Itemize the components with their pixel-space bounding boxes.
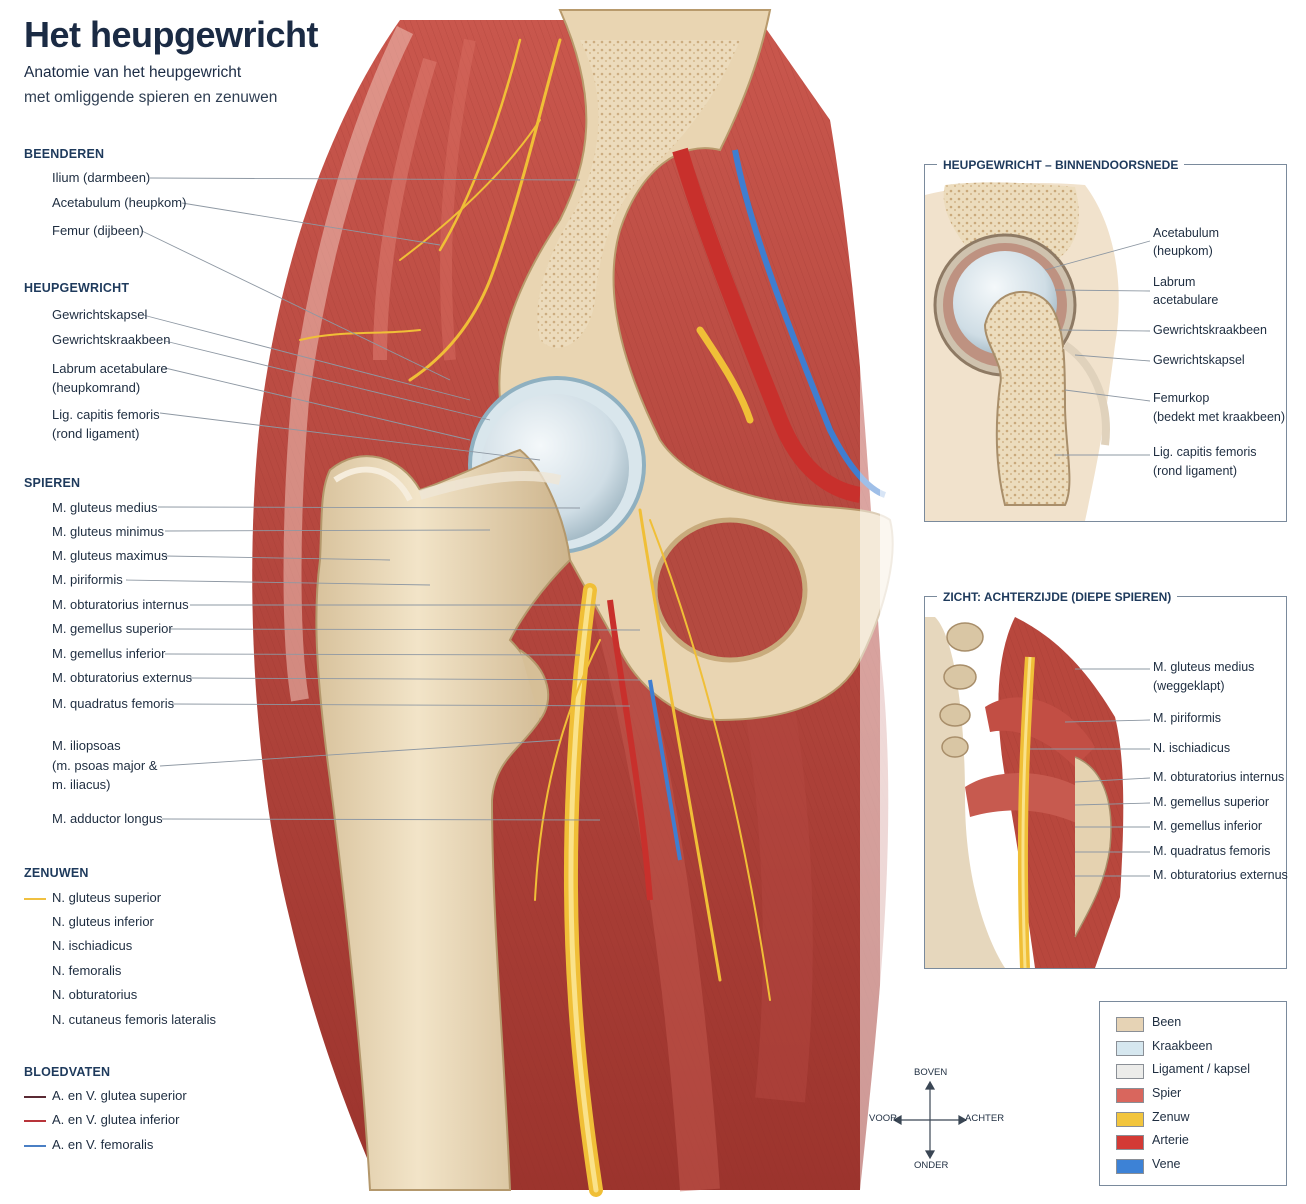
- label-adductor-longus: M. adductor longus: [52, 811, 163, 826]
- label-n-femoralis: N. femoralis: [52, 963, 122, 978]
- inset-1-label-femurkop-sub: (bedekt met kraakbeen): [1153, 410, 1286, 424]
- section-heading-zenuwen: ZENUWEN: [24, 866, 89, 880]
- section-heading-beenderen: BEENDEREN: [24, 147, 105, 161]
- label-lig-capitis: Lig. capitis femoris: [52, 407, 160, 422]
- legend-swatch-ligament: [1116, 1064, 1144, 1079]
- label-gemellus-inferior: M. gemellus inferior: [52, 646, 166, 661]
- inset-cross-section: [924, 164, 1287, 522]
- nerve-line-swatch: [24, 898, 46, 900]
- legend-swatch-spier: [1116, 1088, 1144, 1103]
- page-subtitle-2: met omliggende spieren en zenuwen: [24, 89, 278, 106]
- label-vessel-superior: A. en V. glutea superior: [52, 1088, 187, 1103]
- inset-1-label-femurkop: Femurkop: [1153, 391, 1210, 405]
- label-vessel-femoralis: A. en V. femoralis: [52, 1137, 154, 1152]
- vessel-superior-swatch: [24, 1096, 46, 1098]
- inset-2-label-gluteus-medius: M. gluteus medius: [1153, 660, 1255, 674]
- legend-swatch-arterie: [1116, 1135, 1144, 1150]
- label-ilium: Ilium (darmbeen): [52, 170, 151, 185]
- label-iliopsoas-sub1: (m. psoas major &: [52, 758, 158, 773]
- inset-2-label-obt-externus: M. obturatorius externus: [1153, 868, 1288, 882]
- compass-left-label: VOOR: [869, 1113, 897, 1124]
- vessel-inferior-swatch: [24, 1120, 46, 1122]
- legend-label-ligament: Ligament / kapsel: [1152, 1062, 1250, 1076]
- inset-1-label-kapsel: Gewrichtskapsel: [1153, 353, 1245, 367]
- section-heading-heupgewricht: HEUPGEWRICHT: [24, 281, 130, 295]
- label-acetabulum: Acetabulum (heupkom): [52, 195, 187, 210]
- compass-up-label: BOVEN: [914, 1067, 948, 1078]
- inset-1-label-acetabulum-sub: (heupkom): [1153, 244, 1213, 258]
- inset-1-label-lig-sub: (rond ligament): [1153, 464, 1238, 478]
- inset-2-label-quadratus: M. quadratus femoris: [1153, 844, 1271, 858]
- section-heading-bloedvaten: BLOEDVATEN: [24, 1065, 111, 1079]
- inset-2-label-ischiadicus: N. ischiadicus: [1153, 741, 1231, 755]
- label-iliopsoas-sub2: m. iliacus): [52, 777, 111, 792]
- section-heading-spieren: SPIEREN: [24, 476, 81, 490]
- orientation-compass-icon: [892, 1080, 968, 1160]
- vessel-femoralis-swatch: [24, 1145, 46, 1147]
- cross-section-illustration: [925, 182, 1151, 521]
- legend-swatch-been: [1116, 1017, 1144, 1032]
- inset-1-label-labrum-sub: acetabulare: [1153, 293, 1219, 307]
- inset-2-label-gemellus-superior: M. gemellus superior: [1153, 795, 1270, 809]
- label-quadratus-femoris: M. quadratus femoris: [52, 696, 175, 711]
- legend-label-been: Been: [1152, 1015, 1182, 1029]
- label-iliopsoas: M. iliopsoas: [52, 738, 121, 753]
- label-n-gluteus-superior: N. gluteus superior: [52, 890, 162, 905]
- legend-label-vene: Vene: [1152, 1157, 1181, 1171]
- inset-1-label-kraakbeen: Gewrichtskraakbeen: [1153, 323, 1267, 337]
- legend-swatch-zenuw: [1116, 1112, 1144, 1127]
- label-femur: Femur (dijbeen): [52, 223, 144, 238]
- label-gluteus-maximus: M. gluteus maximus: [52, 548, 168, 563]
- label-obturatorius-internus: M. obturatorius internus: [52, 597, 189, 612]
- posterior-view-illustration: [925, 617, 1151, 969]
- legend-label-zenuw: Zenuw: [1152, 1110, 1190, 1124]
- inset-1-title: HEUPGEWRICHT – BINNENDOORSNEDE: [937, 158, 1185, 172]
- inset-2-label-piriformis: M. piriformis: [1153, 711, 1222, 725]
- label-n-gluteus-inferior: N. gluteus inferior: [52, 914, 154, 929]
- inset-1-label-acetabulum: Acetabulum: [1153, 226, 1220, 240]
- compass-right-label: ACHTER: [965, 1113, 1005, 1124]
- label-gluteus-medius: M. gluteus medius: [52, 500, 158, 515]
- color-legend: Been Kraakbeen Ligament / kapsel Spier Z…: [1099, 1001, 1287, 1186]
- label-labrum-sub: (heupkomrand): [52, 380, 141, 395]
- compass-down-label: ONDER: [914, 1160, 949, 1171]
- label-lig-capitis-sub: (rond ligament): [52, 426, 140, 441]
- page-subtitle: Anatomie van het heupgewricht: [24, 64, 242, 81]
- page-title: Het heupgewricht: [24, 14, 319, 55]
- inset-2-title: ZICHT: ACHTERZIJDE (DIEPE SPIEREN): [937, 590, 1178, 604]
- inset-posterior-view: [924, 596, 1287, 969]
- label-n-obturatorius: N. obturatorius: [52, 987, 138, 1002]
- label-gemellus-superior: M. gemellus superior: [52, 621, 173, 636]
- legend-swatch-kraakbeen: [1116, 1041, 1144, 1056]
- label-gluteus-minimus: M. gluteus minimus: [52, 524, 164, 539]
- label-n-cutaneus: N. cutaneus femoris lateralis: [52, 1012, 217, 1027]
- label-vessel-inferior: A. en V. glutea inferior: [52, 1112, 180, 1127]
- label-gewrichtskapsel: Gewrichtskapsel: [52, 307, 148, 322]
- label-gewrichtskraakbeen: Gewrichtskraakbeen: [52, 332, 171, 347]
- inset-2-label-obt-internus: M. obturatorius internus: [1153, 770, 1285, 784]
- legend-label-arterie: Arterie: [1152, 1133, 1189, 1147]
- label-obturatorius-externus: M. obturatorius externus: [52, 670, 193, 685]
- legend-swatch-vene: [1116, 1159, 1144, 1174]
- label-piriformis: M. piriformis: [52, 572, 123, 587]
- label-labrum: Labrum acetabulare: [52, 361, 168, 376]
- inset-2-label-gemellus-inferior: M. gemellus inferior: [1153, 819, 1263, 833]
- label-n-ischiadicus: N. ischiadicus: [52, 938, 133, 953]
- inset-1-label-labrum: Labrum: [1153, 275, 1196, 289]
- inset-1-label-lig: Lig. capitis femoris: [1153, 445, 1257, 459]
- legend-label-spier: Spier: [1152, 1086, 1182, 1100]
- legend-label-kraakbeen: Kraakbeen: [1152, 1039, 1213, 1053]
- inset-2-label-gluteus-medius-sub: (weggeklapt): [1153, 679, 1225, 693]
